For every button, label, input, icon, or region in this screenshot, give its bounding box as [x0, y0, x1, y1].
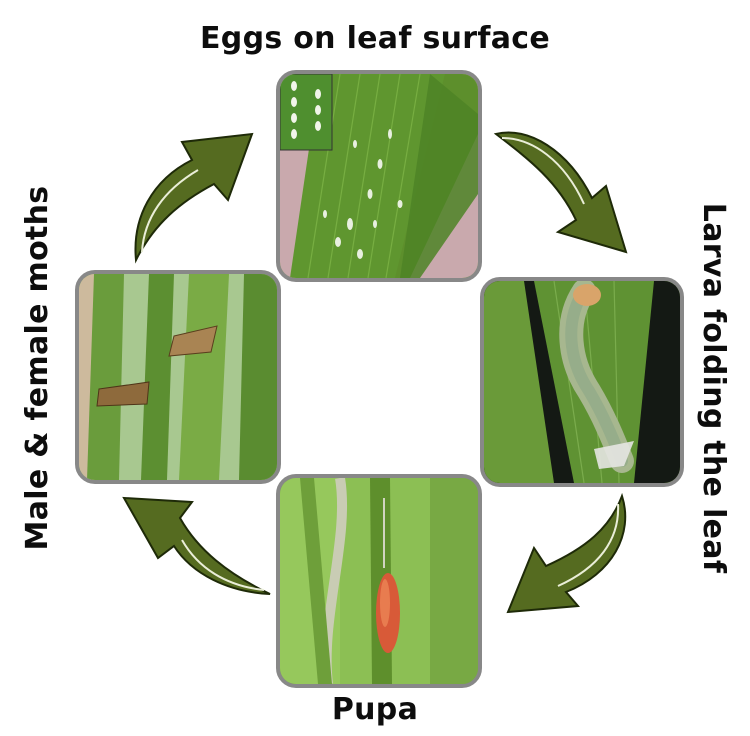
pupa-icon [280, 478, 478, 684]
eggs-photo [276, 70, 482, 282]
label-pupa: Pupa [331, 692, 419, 727]
pupa-photo [276, 474, 482, 688]
arrow-moths-to-eggs-icon [134, 132, 254, 264]
label-moths: Male & female moths [20, 185, 55, 551]
larva-icon [484, 281, 680, 483]
label-larva: Larva folding the leaf [696, 202, 731, 574]
arrow-larva-to-pupa-icon [506, 492, 627, 614]
moths-icon [79, 274, 277, 480]
larva-photo [480, 277, 684, 487]
label-eggs: Eggs on leaf surface [200, 21, 550, 56]
eggs-on-leaf-icon [280, 74, 478, 278]
arrow-eggs-to-larva-icon [493, 131, 628, 254]
moths-photo [75, 270, 281, 484]
arrow-pupa-to-moths-icon [122, 496, 271, 595]
